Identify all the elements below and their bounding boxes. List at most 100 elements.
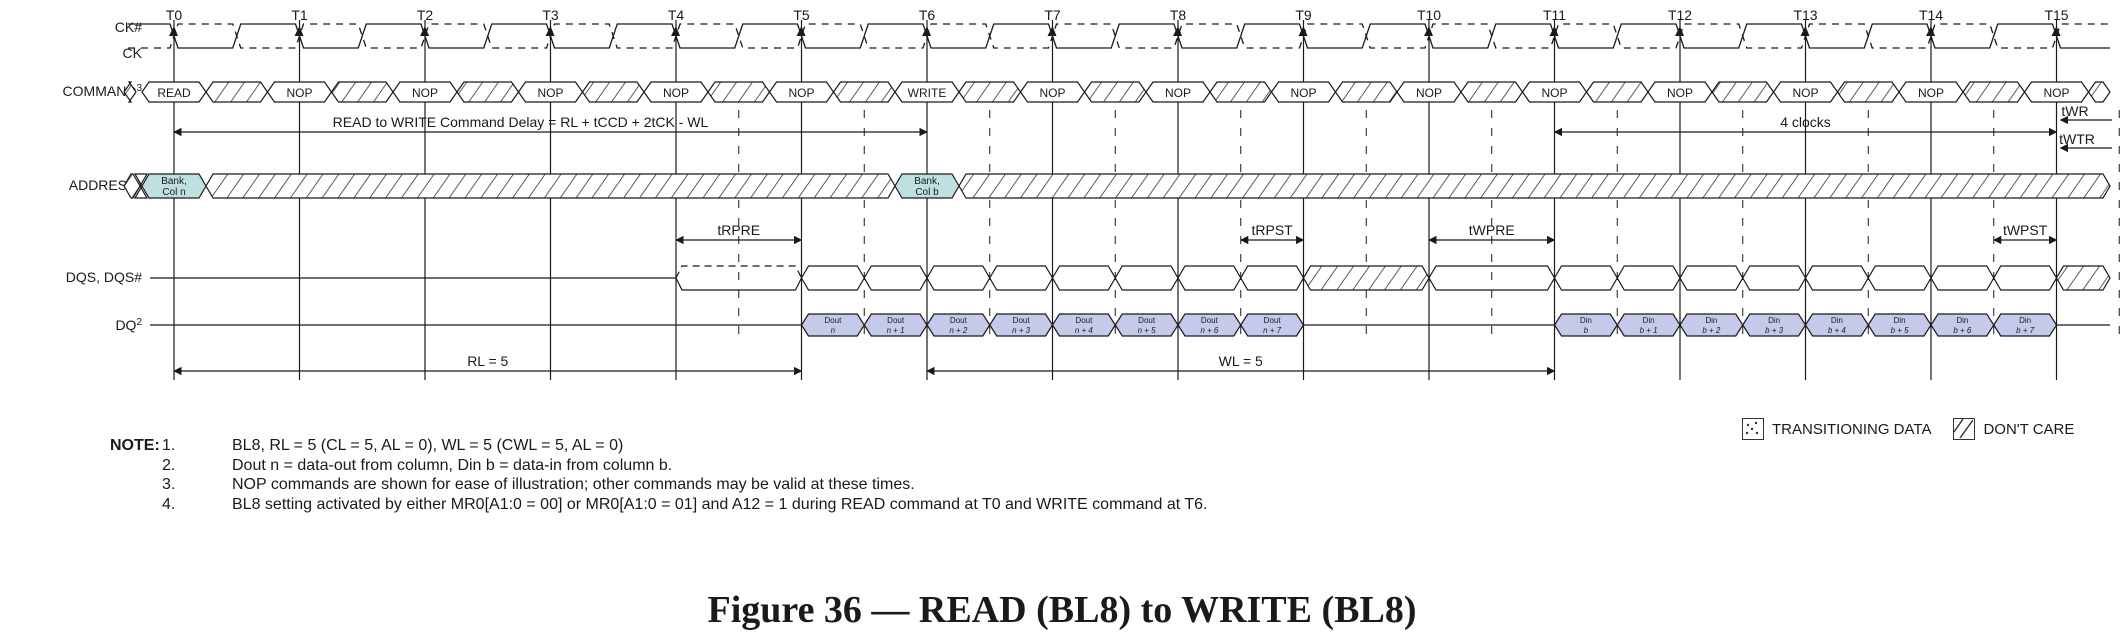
time-label-T4: T4 [668, 7, 685, 23]
address-line1: Bank, [161, 176, 187, 187]
time-label-T7: T7 [1044, 7, 1061, 23]
command-label: NOP [1792, 86, 1818, 100]
dq-din-prefix: Din [1705, 316, 1717, 325]
note-number: 4. [162, 495, 176, 513]
dq-dout-prefix: Dout [950, 316, 968, 325]
note-text: BL8 setting activated by either MR0[A1:0… [232, 495, 1208, 513]
command-label: NOP [2043, 86, 2069, 100]
timing-diagram: CK#CKCOMMAND3ADDRESS4DQS, DQS#DQ2T0T1T2T… [63, 7, 2120, 380]
signal-label-dqs: DQS, DQS# [66, 269, 142, 285]
clock-edge-arrow [1298, 26, 1308, 36]
dq-din-label: b [1584, 326, 1589, 335]
clock-edge-arrow [1047, 26, 1057, 36]
dqs-preamble-dashed [675, 265, 803, 279]
command-dont-care [330, 81, 394, 103]
trpre-label: tRPRE [717, 222, 760, 238]
dont-care-hatch-icon [1953, 418, 1976, 440]
clock-edge-arrow [169, 26, 178, 36]
command-label: NOP [663, 86, 689, 100]
command-label: NOP [1918, 86, 1944, 100]
legend-transitioning-label: TRANSITIONING DATA [1772, 420, 1932, 438]
dq-din-prefix: Din [1580, 316, 1592, 325]
twpre-label: tWPRE [1469, 222, 1515, 238]
command-label: NOP [1541, 86, 1567, 100]
time-label-T11: T11 [1543, 7, 1566, 23]
command-dont-care [1585, 81, 1649, 103]
dq-dout-prefix: Dout [1138, 316, 1156, 325]
time-label-T1: T1 [291, 7, 308, 23]
command-dont-care [832, 81, 896, 103]
signal-label-ck: CK [123, 45, 143, 61]
command-dont-care [1209, 81, 1273, 103]
note-text: BL8, RL = 5 (CL = 5, AL = 0), WL = 5 (CW… [232, 437, 624, 454]
note-text: NOP commands are shown for ease of illus… [232, 476, 915, 493]
time-label-T10: T10 [1417, 7, 1441, 23]
notes-block: NOTE: 1. BL8, RL = 5 (CL = 5, AL = 0), W… [110, 436, 1207, 514]
clock-edge-arrow [1926, 26, 1935, 36]
clock-edge-arrow [1549, 26, 1559, 36]
legend-dont-care-label: DON'T CARE [1983, 420, 2075, 438]
dqs-toggle [1114, 265, 1179, 291]
dq-din-prefix: Din [1956, 316, 1968, 325]
dqs-toggle [1742, 265, 1807, 291]
time-label-T14: T14 [1919, 7, 1943, 23]
time-label-T2: T2 [417, 7, 434, 23]
command-label: NOP [1667, 86, 1693, 100]
clock-edge-arrow [1424, 26, 1433, 36]
note-text: Dout n = data-out from column, Din b = d… [232, 456, 673, 474]
clock-edge-arrow [545, 26, 555, 36]
twr-label: tWR [2061, 103, 2088, 119]
dq-din-prefix: Din [1643, 316, 1655, 325]
note-number: 3. [162, 476, 176, 493]
command-dont-care [958, 81, 1022, 103]
dq-dout-label: n + 1 [887, 326, 905, 335]
dqs-dont-care [2055, 265, 2111, 291]
dq-din-label: b + 1 [1640, 326, 1658, 335]
twpst-label: tWPST [2003, 222, 2048, 238]
command-dont-care [1836, 81, 1900, 103]
note-row: 4. BL8 setting activated by either MR0[A… [110, 495, 1207, 515]
four-clocks-label: 4 clocks [1780, 114, 1831, 130]
dq-dout-prefix: Dout [887, 316, 905, 325]
dq-din-label: b + 5 [1891, 326, 1910, 335]
address-line2: Col n [162, 187, 185, 198]
dq-dout-label: n + 5 [1138, 326, 1157, 335]
command-dont-care [1460, 81, 1524, 103]
dq-dout-prefix: Dout [1013, 316, 1031, 325]
dqs-toggle [863, 265, 928, 291]
legend-transitioning: TRANSITIONING DATA [1742, 418, 1931, 440]
address-line2: Col b [915, 187, 939, 198]
transitioning-data-icon [1742, 418, 1764, 440]
time-label-T15: T15 [2044, 7, 2068, 23]
dq-din-prefix: Din [1768, 316, 1780, 325]
note-row: 2. Dout n = data-out from column, Din b … [110, 456, 1207, 476]
clock-edge-arrow [294, 26, 304, 36]
dq-dout-prefix: Dout [824, 316, 842, 325]
dqs-preamble [675, 277, 803, 291]
dq-dout-label: n [831, 326, 836, 335]
signal-label-ckn: CK# [115, 19, 142, 35]
command-dont-care [205, 81, 269, 103]
rl-label: RL = 5 [467, 353, 508, 369]
clock-edge-arrow [671, 26, 680, 36]
dqs-toggle [1993, 265, 2058, 291]
twtr-label: tWTR [2059, 131, 2095, 147]
note-number: 1. [162, 437, 176, 454]
dq-din-prefix: Din [2019, 316, 2031, 325]
dq-dout-prefix: Dout [1264, 316, 1282, 325]
command-label: READ [157, 86, 191, 100]
dq-dout-label: n + 2 [949, 326, 968, 335]
dq-dout-label: n + 3 [1012, 326, 1031, 335]
command-label: NOP [286, 86, 312, 100]
command-dont-care [456, 81, 520, 103]
dqs-toggle [1616, 265, 1681, 291]
dqs-toggle [926, 265, 991, 291]
dq-dout-label: n + 6 [1200, 326, 1219, 335]
command-label: NOP [1039, 86, 1065, 100]
dqs-toggle [800, 265, 865, 291]
clock-edge-arrow [1675, 26, 1684, 36]
trpst-label: tRPST [1252, 222, 1294, 238]
legend: TRANSITIONING DATA DON'T CARE [1742, 418, 2096, 440]
command-dont-care [1711, 81, 1775, 103]
time-label-T5: T5 [793, 7, 810, 23]
